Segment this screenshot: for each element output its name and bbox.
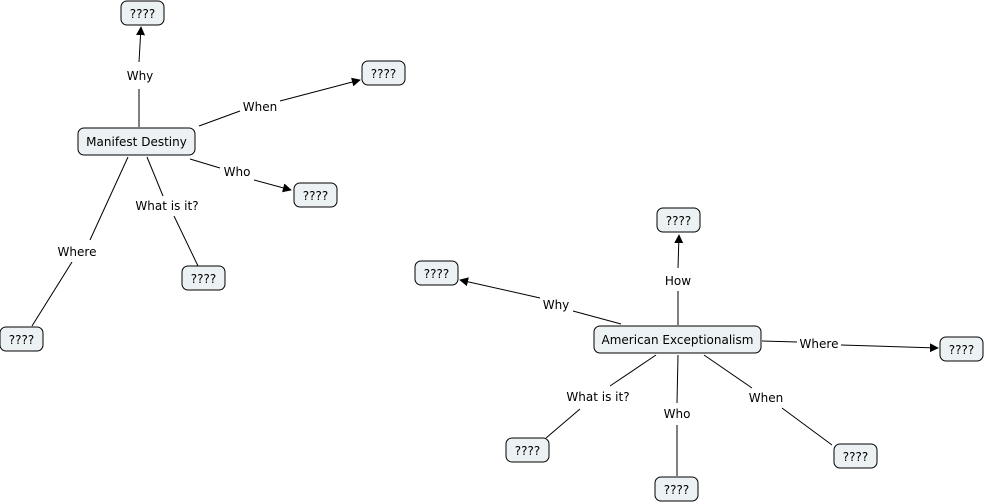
line-ae-what-2: [545, 408, 581, 439]
concept-md-what-answer[interactable]: ????: [181, 265, 226, 291]
arrow-ae-how: [674, 234, 684, 269]
link-label-ae-when: When: [749, 391, 783, 405]
link-label-md-where: Where: [58, 245, 97, 259]
svg-text:American Exceptionalism: American Exceptionalism: [602, 333, 754, 347]
link-label-md-what: What is it?: [135, 199, 198, 213]
arrow-md-when: [279, 77, 361, 102]
concept-ae-how-answer[interactable]: ????: [656, 207, 701, 233]
arrow-md-who: [253, 179, 292, 193]
line-ae-what: [609, 354, 657, 387]
link-label-md-why: Why: [127, 69, 154, 83]
svg-text:????: ????: [666, 214, 691, 228]
line-md-what: [146, 156, 164, 197]
concept-ae-what-answer[interactable]: ????: [505, 437, 550, 463]
svg-text:Manifest Destiny: Manifest Destiny: [86, 135, 187, 149]
link-label-ae-how: How: [665, 274, 691, 288]
svg-text:????: ????: [191, 272, 216, 286]
line-md-where: [89, 156, 129, 241]
link-label-ae-why: Why: [543, 298, 570, 312]
svg-text:????: ????: [515, 444, 540, 458]
line-md-when: [198, 110, 241, 127]
svg-text:????: ????: [949, 343, 974, 357]
link-label-ae-where: Where: [800, 337, 839, 351]
line-ae-when-2: [781, 407, 833, 446]
line-md-what-2: [173, 215, 199, 267]
line-md-who: [189, 158, 221, 169]
svg-text:????: ????: [424, 267, 449, 281]
concept-md-when-answer[interactable]: ????: [361, 60, 406, 86]
concept-ae-when-answer[interactable]: ????: [833, 443, 878, 469]
link-label-md-when: When: [243, 100, 277, 114]
concept-american-exceptionalism[interactable]: American Exceptionalism: [593, 325, 762, 354]
concept-manifest-destiny[interactable]: Manifest Destiny: [77, 127, 196, 156]
line-ae-who: [676, 354, 679, 404]
concept-ae-who-answer[interactable]: ????: [654, 476, 699, 502]
concept-ae-why-answer[interactable]: ????: [414, 260, 459, 286]
svg-text:????: ????: [9, 333, 34, 347]
line-md-where-2: [31, 261, 73, 327]
link-label-ae-what: What is it?: [566, 390, 629, 404]
concept-md-who-answer[interactable]: ????: [293, 182, 338, 208]
link-label-md-who: Who: [224, 165, 251, 179]
svg-text:????: ????: [843, 450, 868, 464]
svg-text:????: ????: [371, 67, 396, 81]
line-ae-why: [572, 310, 622, 325]
concept-ae-where-answer[interactable]: ????: [939, 336, 984, 362]
svg-text:????: ????: [664, 483, 689, 497]
arrow-ae-why: [459, 277, 541, 299]
arrow-ae-where: [840, 343, 939, 353]
concept-md-why-answer[interactable]: ????: [120, 0, 165, 26]
line-ae-where: [761, 340, 798, 343]
line-ae-when: [703, 354, 753, 389]
concept-md-where-answer[interactable]: ????: [0, 326, 44, 352]
link-label-ae-who: Who: [664, 407, 691, 421]
arrow-md-why: [136, 26, 146, 63]
svg-text:????: ????: [130, 7, 155, 21]
svg-text:????: ????: [303, 189, 328, 203]
